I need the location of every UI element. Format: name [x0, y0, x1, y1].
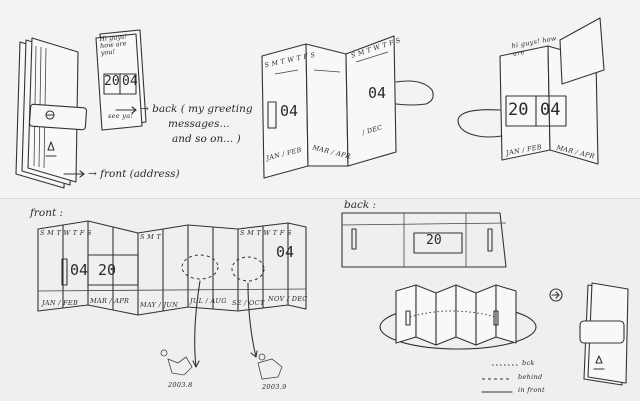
card-month: 04 — [122, 74, 138, 89]
mid-day: 04 — [280, 102, 299, 120]
arrow-circle-icon — [549, 288, 563, 302]
zigzag-calendar-middle — [261, 35, 434, 179]
back-strip — [341, 212, 507, 268]
zigzag-calendar-right — [457, 17, 605, 165]
card-day: 20 — [104, 74, 120, 89]
front-days-header-3: S M T W T F S — [240, 229, 292, 237]
month-label-3: MAY / JUN — [140, 301, 179, 309]
bottom-sketch-panel: front : back : S M T W T F S S M T S M T… — [0, 199, 640, 401]
folded-booklet — [579, 282, 629, 386]
mid-day-right: 04 — [368, 84, 387, 102]
card-note: Hi guys! how are you! — [98, 32, 128, 58]
month-label-1: JAN / FEB — [42, 299, 79, 307]
legend-dotted-label: bck — [522, 359, 535, 367]
top-sketch-drawing — [15, 17, 605, 189]
back-arrow-icon — [115, 106, 137, 114]
legend — [481, 364, 518, 393]
front-label: front : — [30, 207, 64, 219]
front-day-1: 04 — [70, 261, 89, 279]
bottom-sketch-drawing — [37, 212, 629, 393]
month-label-6: NOV / DEC — [268, 295, 308, 303]
front-day-2: 20 — [98, 261, 117, 279]
legend-solid-label: in front — [518, 386, 545, 394]
front-day-end: 04 — [276, 243, 295, 261]
month-label-4: JUL / AUG — [190, 297, 227, 305]
fold-diagram — [379, 284, 537, 350]
vignette-right — [257, 353, 283, 380]
vignette-left — [160, 349, 193, 376]
front-strip — [37, 220, 307, 368]
front-annotation: → front (address) — [88, 168, 180, 180]
back-label: back : — [344, 199, 377, 211]
front-days-header-1: S M T W T F S — [40, 229, 92, 237]
date-right: 2003.9 — [262, 383, 287, 391]
front-days-header-2: S M T — [140, 233, 162, 241]
panel-divider — [0, 198, 640, 199]
back-annotation: → back ( my greeting — [140, 103, 253, 115]
right-day: 20 — [508, 100, 529, 120]
top-sketch-panel: Hi guys! how are you! 20 04 see ya! → ba… — [0, 0, 640, 198]
card-sign: see ya! — [108, 112, 134, 120]
legend-dashed-label: behind — [518, 373, 543, 381]
greeting-card-back — [95, 29, 147, 131]
back-annotation-line3: and so on... ) — [172, 133, 241, 145]
right-month: 04 — [540, 100, 561, 120]
month-label-2: MAR / APR — [90, 297, 130, 305]
date-left: 2003.8 — [168, 381, 193, 389]
back-day: 20 — [426, 233, 442, 248]
month-label-5: SE / OCT — [232, 299, 265, 307]
back-annotation-line2: messages... — [168, 118, 230, 130]
folded-card-stack — [15, 37, 88, 189]
front-arrow-icon — [63, 170, 85, 178]
